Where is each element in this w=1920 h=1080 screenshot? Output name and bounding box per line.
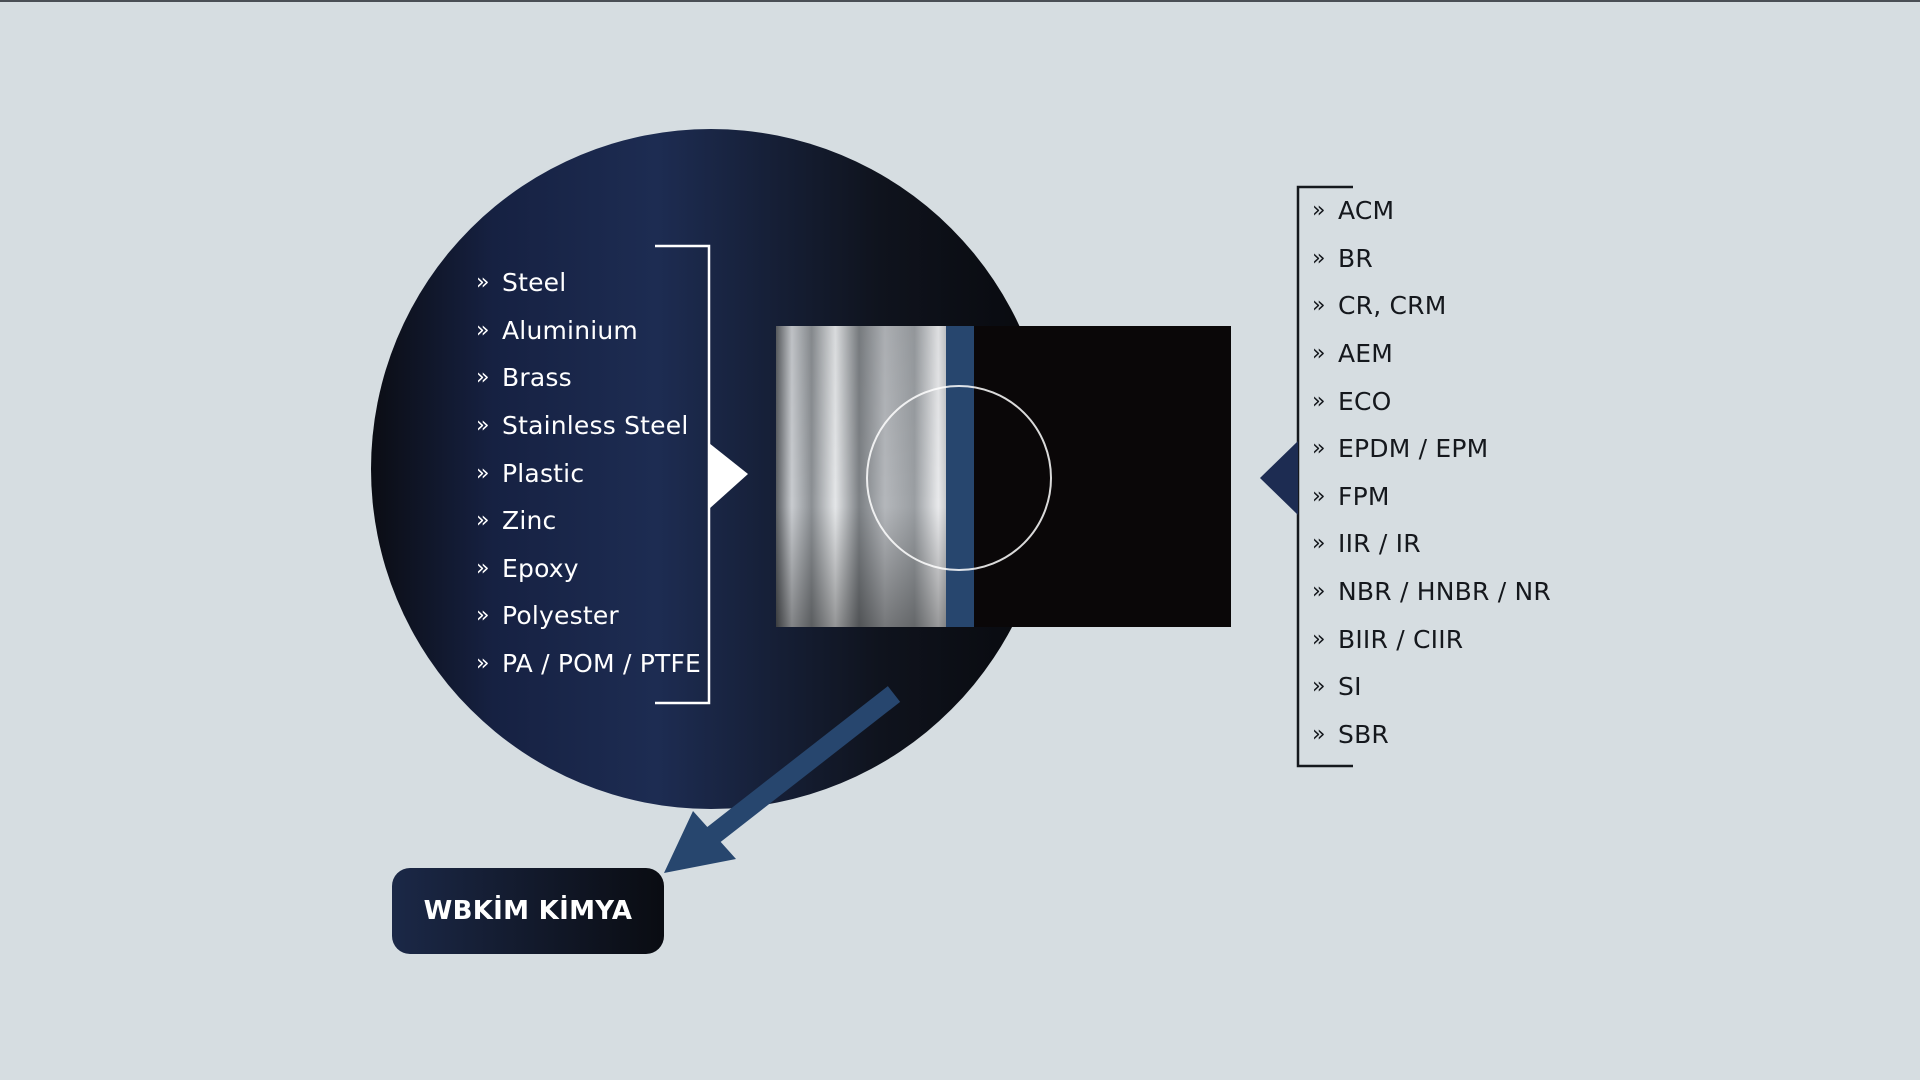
- top-divider: [0, 0, 1920, 2]
- rubber-label: BR: [1338, 243, 1373, 273]
- bullet-glyph: »: [1312, 721, 1326, 747]
- substrate-label: Plastic: [502, 458, 585, 488]
- bullet-glyph: »: [476, 365, 490, 391]
- rubber-label: SBR: [1338, 719, 1389, 749]
- list-item: » FPM: [1312, 473, 1551, 521]
- brand-arrow-line: [705, 686, 901, 844]
- brand-arrow-head: [664, 811, 736, 873]
- substrate-label: Epoxy: [502, 553, 579, 583]
- substrate-pointer: [709, 443, 748, 509]
- bullet-glyph: »: [1312, 531, 1326, 557]
- brand-label: WBKİM KİMYA: [423, 896, 633, 926]
- list-item: » CR, CRM: [1312, 282, 1551, 330]
- bullet-glyph: »: [476, 508, 490, 534]
- bullet-glyph: »: [476, 460, 490, 486]
- bullet-glyph: »: [476, 270, 490, 296]
- bullet-glyph: »: [476, 651, 490, 677]
- bullet-glyph: »: [1312, 626, 1326, 652]
- list-item: » BR: [1312, 235, 1551, 283]
- substrate-label: Steel: [502, 268, 567, 298]
- substrate-list: » Steel » Aluminium » Brass » Stainless Stee…: [476, 259, 701, 687]
- bullet-glyph: »: [1312, 293, 1326, 319]
- list-item: » PA / POM / PTFE: [476, 640, 701, 688]
- rubber-list: »ACM »BR »CR, CRM »AEM »ECO »EPDM / EPM …: [1312, 187, 1551, 758]
- rubber-label: NBR / HNBR / NR: [1338, 577, 1551, 607]
- list-item: » Aluminium: [476, 307, 701, 355]
- bullet-glyph: »: [1312, 341, 1326, 367]
- list-item: » Plastic: [476, 449, 701, 497]
- list-item: » SI: [1312, 663, 1551, 711]
- rubber-pointer: [1260, 441, 1298, 515]
- bullet-glyph: »: [476, 317, 490, 343]
- rubber-label: IIR / IR: [1338, 529, 1421, 559]
- rubber-label: CR, CRM: [1338, 291, 1447, 321]
- list-item: » ACM: [1312, 187, 1551, 235]
- substrate-label: Brass: [502, 363, 572, 393]
- list-item: » ECO: [1312, 377, 1551, 425]
- list-item: » AEM: [1312, 330, 1551, 378]
- rubber-label: BIIR / CIIR: [1338, 624, 1464, 654]
- bullet-glyph: »: [1312, 674, 1326, 700]
- bullet-glyph: »: [1312, 245, 1326, 271]
- rubber-label: ECO: [1338, 386, 1392, 416]
- list-item: » IIR / IR: [1312, 520, 1551, 568]
- rubber-block: [974, 326, 1231, 627]
- substrate-label: Stainless Steel: [502, 411, 689, 441]
- list-item: » SBR: [1312, 711, 1551, 759]
- substrate-label: Aluminium: [502, 315, 638, 345]
- bonding-layer: [946, 326, 974, 627]
- list-item: » Steel: [476, 259, 701, 307]
- list-item: » Epoxy: [476, 545, 701, 593]
- substrate-label: Polyester: [502, 601, 619, 631]
- substrate-label: Zinc: [502, 506, 557, 536]
- list-item: » NBR / HNBR / NR: [1312, 568, 1551, 616]
- list-item: » Brass: [476, 354, 701, 402]
- bullet-glyph: »: [1312, 483, 1326, 509]
- magnifier-icon: [866, 385, 1052, 571]
- rubber-label: FPM: [1338, 481, 1390, 511]
- list-item: » EPDM / EPM: [1312, 425, 1551, 473]
- bullet-glyph: »: [1312, 388, 1326, 414]
- rubber-label: EPDM / EPM: [1338, 434, 1489, 464]
- list-item: » Zinc: [476, 497, 701, 545]
- bullet-glyph: »: [476, 603, 490, 629]
- bullet-glyph: »: [1312, 579, 1326, 605]
- list-item: » BIIR / CIIR: [1312, 615, 1551, 663]
- metal-shade: [776, 326, 974, 627]
- bullet-glyph: »: [476, 413, 490, 439]
- list-item: » Stainless Steel: [476, 402, 701, 450]
- rubber-label: ACM: [1338, 196, 1395, 226]
- brand-badge: WBKİM KİMYA: [392, 868, 664, 954]
- substrate-label: PA / POM / PTFE: [502, 649, 702, 679]
- list-item: » Polyester: [476, 592, 701, 640]
- bullet-glyph: »: [1312, 436, 1326, 462]
- rubber-label: AEM: [1338, 339, 1394, 369]
- rubber-label: SI: [1338, 672, 1362, 702]
- bullet-glyph: »: [1312, 198, 1326, 224]
- bullet-glyph: »: [476, 555, 490, 581]
